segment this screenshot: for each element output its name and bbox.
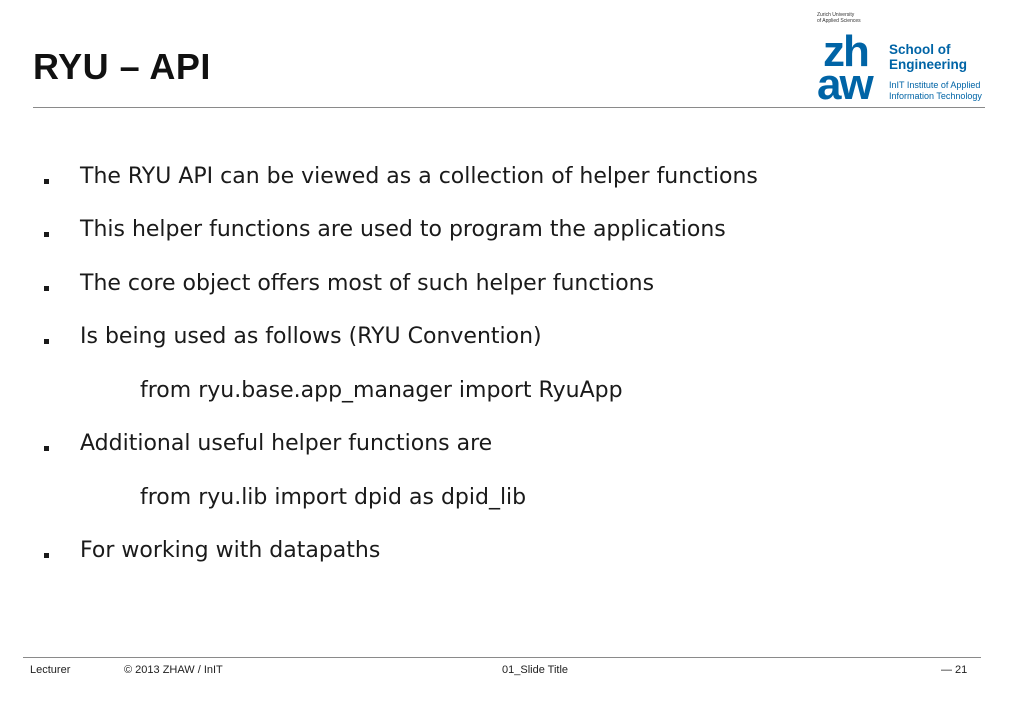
- bullet-marker: [44, 232, 49, 237]
- bullet-item: For working with datapaths: [80, 538, 381, 563]
- logo-institute-name: InIT Institute of Applied Information Te…: [889, 80, 982, 102]
- slide-title: RYU – API: [33, 46, 211, 87]
- zhaw-logo: Zurich University of Applied Sciences zh…: [815, 12, 995, 107]
- logo-school-line-1: School of: [889, 42, 951, 57]
- logo-mark-top: zh: [823, 27, 870, 76]
- logo-school-line-2: Engineering: [889, 57, 968, 72]
- footer-copyright: © 2013 ZHAW / InIT: [124, 664, 223, 676]
- bullet-marker: [44, 286, 49, 291]
- footer-slide-name: 01_Slide Title: [502, 664, 569, 676]
- bullet-marker: [44, 339, 49, 344]
- footer-divider: [23, 657, 981, 658]
- logo-university-name: Zurich University of Applied Sciences: [817, 12, 861, 24]
- bullet-marker: [44, 553, 49, 558]
- code-line: from ryu.lib import dpid as dpid_lib: [140, 485, 527, 510]
- logo-mark-bottom: aw: [817, 60, 874, 109]
- bullet-item: Additional useful helper functions are: [80, 431, 493, 456]
- bullet-item: The core object offers most of such help…: [80, 271, 655, 296]
- bullet-marker: [44, 179, 49, 184]
- logo-university-line-1: Zurich University: [817, 12, 855, 18]
- footer-lecturer: Lecturer: [30, 664, 71, 676]
- code-line: from ryu.base.app_manager import RyuApp: [140, 378, 623, 403]
- logo-institute-line-2: Information Technology: [889, 91, 982, 101]
- logo-school-name: School of Engineering: [889, 42, 967, 72]
- bullet-item: The RYU API can be viewed as a collectio…: [80, 164, 758, 189]
- logo-university-line-2: of Applied Sciences: [817, 18, 861, 24]
- bullet-item: Is being used as follows (RYU Convention…: [80, 324, 542, 349]
- bullet-marker: [44, 446, 49, 451]
- title-divider: [33, 107, 985, 108]
- bullet-item: This helper functions are used to progra…: [80, 217, 726, 242]
- footer-page-number: — 21: [941, 664, 968, 676]
- logo-institute-line-1: InIT Institute of Applied: [889, 80, 981, 90]
